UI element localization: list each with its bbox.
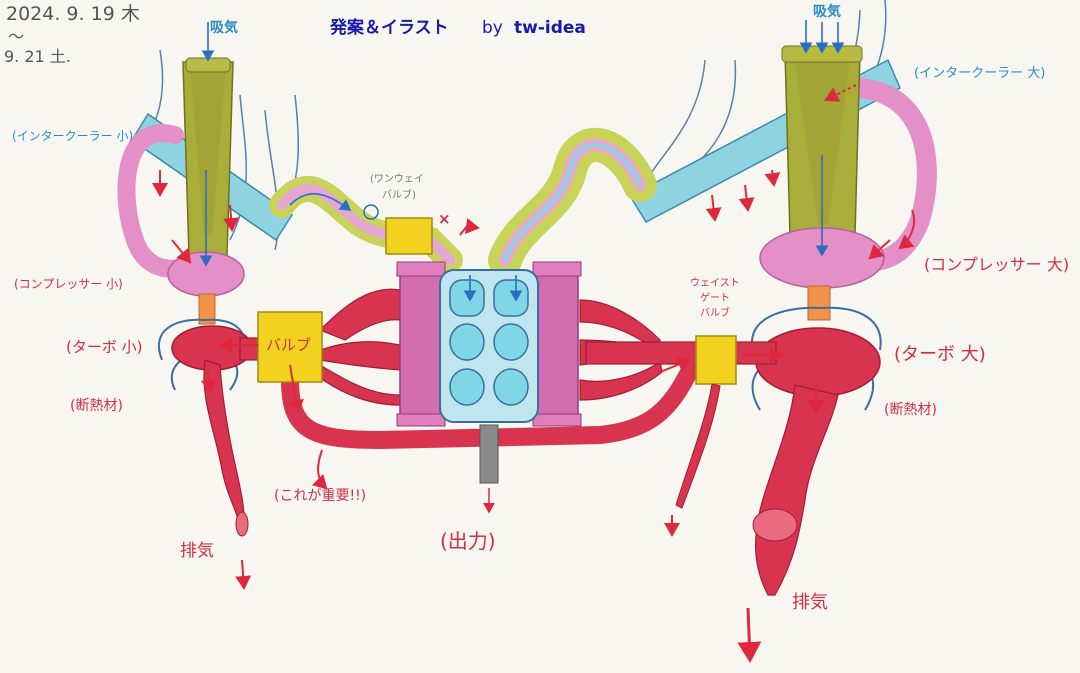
turbo-small-shaft [198,293,216,325]
label-wastegate-line2: ゲート [700,292,730,304]
date-line-2: 9. 21 土. [4,47,71,66]
label-intercooler-small: (インタークーラー 小) [12,129,133,143]
flow-arrows-blue [199,20,845,302]
title-by: by [482,18,503,38]
label-intercooler-large: (インタークーラー 大) [914,66,1045,81]
label-exhaust-right: 排気 [792,592,828,613]
wastegate-valve [695,335,737,385]
label-compressor-small: (コンプレッサー 小) [14,277,123,291]
background-pencil-lines [119,0,887,251]
engine-block [396,261,582,427]
one-way-valve-indicator [363,204,379,220]
compressor-small-loop-pipe [117,124,189,278]
label-one-way-valve-line2: バルブ) [382,188,416,201]
engine-cylinders [449,279,529,406]
label-important: (これが重要!!) [274,488,366,504]
diagram-title: 発案＆イラスト [329,17,449,38]
date-line-1: 2024. 9. 19 木 [6,3,140,25]
label-compressor-large: (コンプレッサー 大) [924,255,1069,274]
intake-small [182,57,234,256]
label-output: (出力) [440,529,496,553]
label-insulation-left: (断熱材) [70,398,123,414]
exhaust-right-pipe [755,384,839,596]
label-valve: バルブ [266,336,311,354]
label-intake-left: 吸気 [210,19,238,36]
title-author: tw-idea [514,18,586,38]
label-wastegate-line3: バルブ [700,306,730,319]
label-turbo-small: (ターボ 小) [66,338,142,356]
intake-manifold-pipes [269,128,657,277]
label-wastegate-line1: ウェイスト [690,277,740,289]
label-intake-right: 吸気 [813,3,841,20]
date-tilde: 〜 [8,27,24,46]
label-exhaust-left: 排気 [180,541,214,561]
compressor-large-loop-pipe [850,78,937,272]
flow-arrows-red [152,84,916,663]
label-one-way-valve-line1: (ワンウェイ [370,173,424,185]
label-turbo-large: (ターボ 大) [894,344,986,365]
output-shaft [479,424,499,484]
label-insulation-right: (断熱材) [884,402,937,418]
wastegate-tail-pipe [675,383,721,509]
one-way-valve [385,217,433,255]
label-x-mark: × [438,210,451,228]
turbo-large-shaft [807,285,831,321]
